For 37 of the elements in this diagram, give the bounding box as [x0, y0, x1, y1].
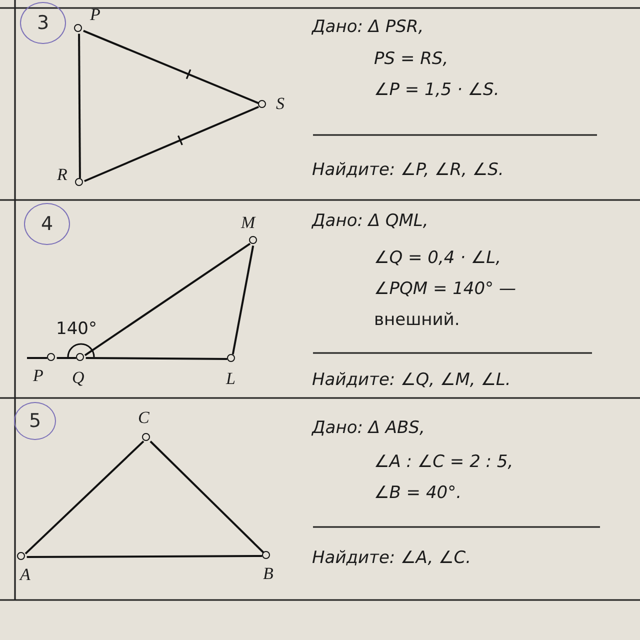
line-segment	[56, 357, 76, 359]
vertex-label: Q	[72, 368, 84, 387]
problem-text: Дано: Δ ABS,	[312, 417, 425, 439]
line-segment	[83, 30, 259, 104]
line-segment	[84, 106, 259, 182]
line-segment	[78, 34, 81, 178]
vertex-label: B	[263, 564, 274, 583]
line-segment	[150, 440, 264, 554]
problem-text: Найдите: ∠P, ∠R, ∠S.	[312, 159, 504, 181]
problem-text: Дано: Δ PSR,	[312, 16, 424, 38]
vertex-label: R	[57, 166, 68, 184]
circled-number: 3	[20, 2, 66, 44]
line-segment	[24, 440, 144, 554]
problem-text: ∠Q = 0,4 · ∠L,	[374, 247, 502, 269]
problem-text: ∠A : ∠C = 2 : 5,	[374, 451, 514, 473]
problem-text: ∠B = 40°.	[374, 482, 462, 504]
line-segment	[26, 555, 262, 558]
problem-text: Найдите: ∠A, ∠C.	[312, 547, 472, 569]
problem-text: ∠P = 1,5 · ∠S.	[374, 79, 500, 101]
vertex-label: L	[226, 370, 236, 388]
line-segment	[84, 242, 251, 356]
line-segment	[232, 246, 254, 354]
problem-text: Найдите: ∠Q, ∠M, ∠L.	[312, 369, 511, 391]
circled-number: 4	[24, 203, 70, 245]
problem-text: ∠PQM = 140° — внешний.	[374, 278, 517, 332]
vertex-label: A	[20, 566, 30, 584]
vertex-label: M	[241, 214, 256, 232]
vertex-label: C	[138, 409, 150, 427]
line-segment	[86, 357, 228, 360]
angle-label: 140°	[56, 318, 97, 340]
problem-text: PS = RS,	[374, 48, 448, 70]
vertex-label: P	[90, 6, 100, 24]
vertex-label: P	[33, 366, 44, 385]
line-segment	[27, 357, 48, 359]
circled-number: 5	[14, 402, 56, 440]
vertex-label: S	[276, 95, 284, 113]
problem-text: Дано: Δ QML,	[312, 210, 428, 232]
